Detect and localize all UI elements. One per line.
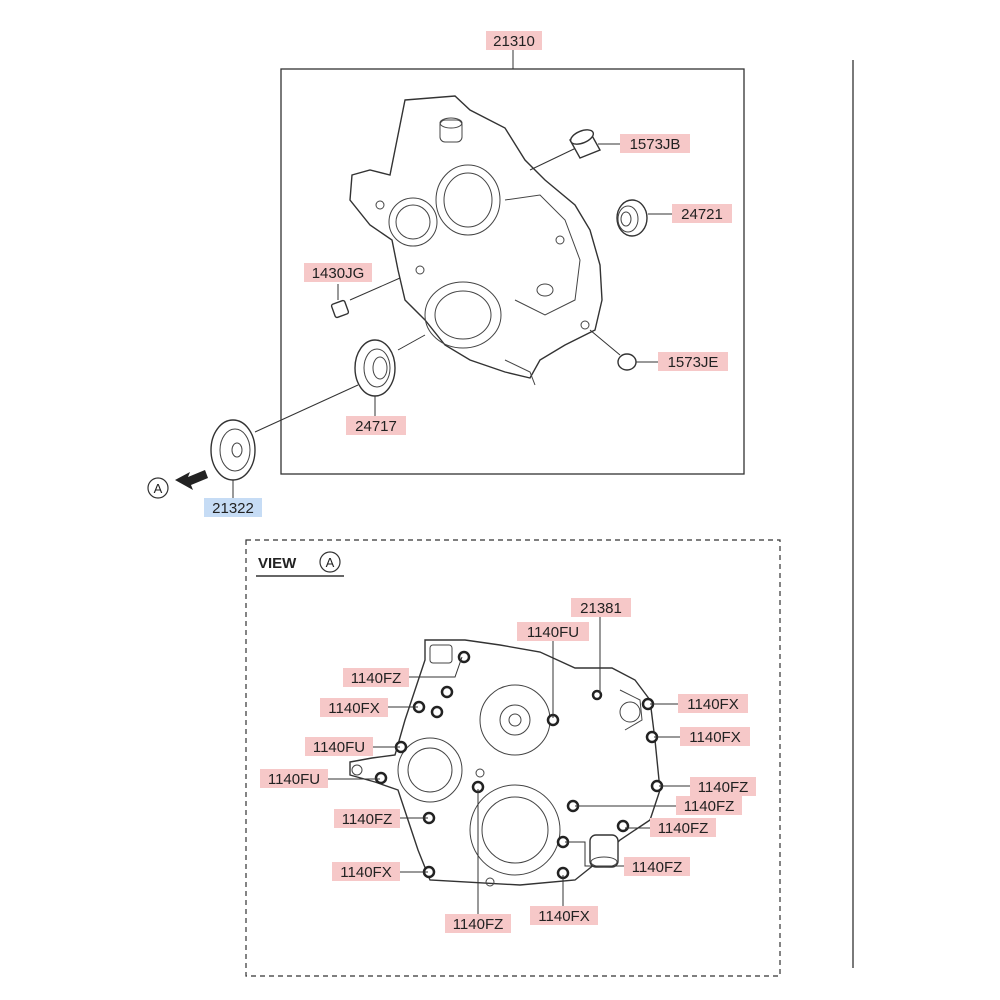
svg-text:1140FU: 1140FU	[268, 771, 320, 788]
label-21310: 21310	[486, 31, 542, 50]
bearing-24721-drawing	[616, 199, 648, 237]
svg-text:1573JB: 1573JB	[630, 136, 681, 153]
svg-text:A: A	[326, 555, 335, 570]
label-1573je: 1573JE	[658, 352, 728, 371]
svg-text:1140FX: 1140FX	[340, 864, 391, 881]
label-24721: 24721	[672, 204, 732, 223]
view-frame	[245, 539, 781, 977]
svg-text:1140FZ: 1140FZ	[632, 859, 683, 876]
svg-text:1140FZ: 1140FZ	[342, 811, 393, 828]
callout-right-5: 1140FZ	[650, 818, 716, 837]
label-1573jb: 1573JB	[620, 134, 690, 153]
callout-right-3: 1140FZ	[690, 777, 756, 796]
view-heading: VIEW A	[256, 551, 344, 577]
pin-1430jg-drawing	[330, 277, 401, 319]
svg-text:1140FU: 1140FU	[527, 624, 579, 641]
svg-text:VIEW: VIEW	[258, 555, 297, 572]
plug-1573je-drawing	[589, 329, 637, 371]
callout-bottom-2: 1140FX	[530, 906, 598, 925]
callout-left-2: 1140FX	[320, 698, 388, 717]
svg-text:1140FZ: 1140FZ	[658, 820, 709, 837]
svg-text:21322: 21322	[212, 500, 254, 517]
svg-text:24717: 24717	[355, 418, 397, 435]
oil-seal-24717-drawing	[354, 334, 426, 397]
svg-text:1140FZ: 1140FZ	[684, 798, 735, 815]
bolt-heads	[374, 650, 664, 880]
svg-text:1140FZ: 1140FZ	[453, 916, 504, 933]
svg-text:1430JG: 1430JG	[312, 265, 365, 282]
cover-plate-21322-drawing	[210, 384, 359, 481]
callout-left-5: 1140FZ	[334, 809, 400, 828]
arrow-marker: A	[154, 481, 163, 496]
svg-text:1140FU: 1140FU	[313, 739, 365, 756]
callout-left-1: 1140FZ	[343, 668, 409, 687]
callout-top-1: 1140FU	[517, 622, 589, 641]
label-24717: 24717	[346, 416, 406, 435]
svg-text:21310: 21310	[493, 33, 535, 50]
svg-text:1140FX: 1140FX	[689, 729, 740, 746]
callout-left-6: 1140FX	[332, 862, 400, 881]
callout-right-1: 1140FX	[678, 694, 748, 713]
svg-text:21381: 21381	[580, 600, 622, 617]
label-21381: 21381	[571, 598, 631, 617]
plug-1573jb-drawing	[529, 129, 601, 171]
label-1430jg: 1430JG	[304, 263, 372, 282]
view-arrow-a: A	[147, 470, 208, 499]
timing-cover-drawing	[349, 95, 603, 386]
svg-text:1573JE: 1573JE	[668, 354, 719, 371]
callout-left-3: 1140FU	[305, 737, 373, 756]
svg-text:1140FZ: 1140FZ	[351, 670, 402, 687]
callout-left-4: 1140FU	[260, 769, 328, 788]
callout-right-2: 1140FX	[680, 727, 750, 746]
svg-text:1140FX: 1140FX	[328, 700, 379, 717]
view-leaders	[328, 617, 690, 914]
svg-text:24721: 24721	[681, 206, 723, 223]
label-21322: 21322	[204, 498, 262, 517]
svg-text:1140FX: 1140FX	[687, 696, 738, 713]
callout-bottom-1: 1140FZ	[445, 914, 511, 933]
svg-text:1140FZ: 1140FZ	[698, 779, 749, 796]
callout-right-4: 1140FZ	[676, 796, 742, 815]
svg-text:1140FX: 1140FX	[538, 908, 589, 925]
callout-right-6: 1140FZ	[624, 857, 690, 876]
